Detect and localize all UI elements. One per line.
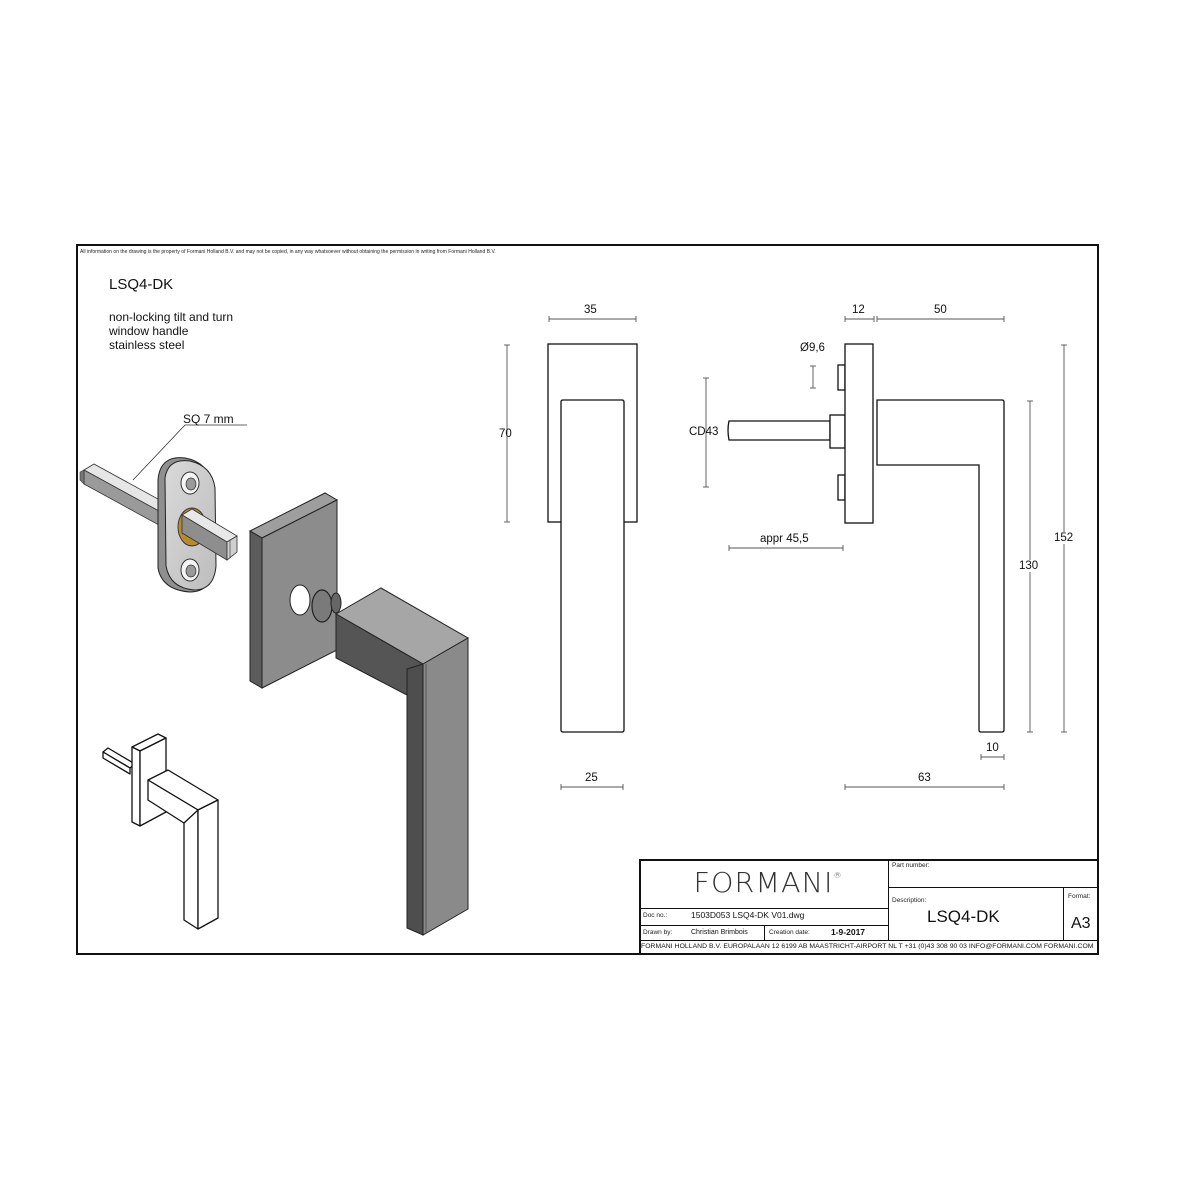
doc-no-value: 1503D053 LSQ4-DK V01.dwg bbox=[691, 910, 805, 920]
creation-date-value: 1-9-2017 bbox=[831, 927, 866, 937]
side-view bbox=[727, 343, 1005, 733]
dim-overall-height: 152 bbox=[1054, 532, 1074, 544]
drawn-by-value: Christian Brimbois bbox=[691, 929, 748, 936]
model-title: LSQ4-DK bbox=[109, 276, 174, 293]
description-value: LSQ4-DK bbox=[927, 907, 1000, 926]
part-number-label: Part number: bbox=[892, 862, 930, 869]
dim-handle-length: 130 bbox=[1019, 560, 1039, 572]
dim-center-distance: CD43 bbox=[689, 426, 719, 438]
spindle-callout bbox=[132, 424, 247, 481]
drawn-by-label: Drawn by: bbox=[643, 929, 673, 936]
description-line: non-locking tilt and turn bbox=[109, 310, 234, 324]
format-label: Format: bbox=[1068, 893, 1091, 900]
dim-screw-diameter: Ø9,6 bbox=[800, 342, 825, 354]
company-address: FORMANI HOLLAND B.V. EUROPALAAN 12 6199 … bbox=[641, 943, 1094, 950]
copyright-notice: All information on the drawing is the pr… bbox=[80, 249, 496, 255]
description-line: stainless steel bbox=[109, 338, 185, 352]
side-view-dimensions bbox=[703, 316, 1067, 790]
description-label: Description: bbox=[892, 897, 927, 904]
dim-rosette-depth: 12 bbox=[852, 304, 865, 316]
front-view-dimensions bbox=[504, 316, 637, 790]
front-view bbox=[547, 343, 638, 733]
dim-front-handle-width: 25 bbox=[585, 772, 598, 784]
iso-line-sketch-icon bbox=[102, 733, 219, 930]
spindle-callout-label: SQ 7 mm bbox=[183, 412, 234, 426]
dim-front-rosette-height: 70 bbox=[499, 428, 512, 440]
dim-handle-projection: 50 bbox=[934, 304, 947, 316]
dim-front-rosette-width: 35 bbox=[584, 304, 597, 316]
title-block: FORMANI® Part number: Description: LSQ4-… bbox=[639, 859, 1099, 955]
format-value: A3 bbox=[1071, 915, 1091, 932]
iso-handle-assembly-icon bbox=[248, 492, 470, 936]
iso-spindle-base-icon bbox=[79, 457, 238, 593]
brand-logo: FORMANI® bbox=[693, 866, 843, 899]
dim-overall-depth: 63 bbox=[918, 772, 931, 784]
model-description: non-locking tilt and turn window handle … bbox=[109, 310, 233, 352]
dim-spindle-length: appr 45,5 bbox=[760, 533, 809, 545]
creation-date-label: Creation date: bbox=[769, 929, 810, 936]
description-line: window handle bbox=[109, 324, 189, 338]
dim-lever-thickness: 10 bbox=[986, 742, 999, 754]
drawing-sheet-frame bbox=[76, 244, 1099, 955]
doc-no-label: Doc no.: bbox=[643, 912, 668, 919]
